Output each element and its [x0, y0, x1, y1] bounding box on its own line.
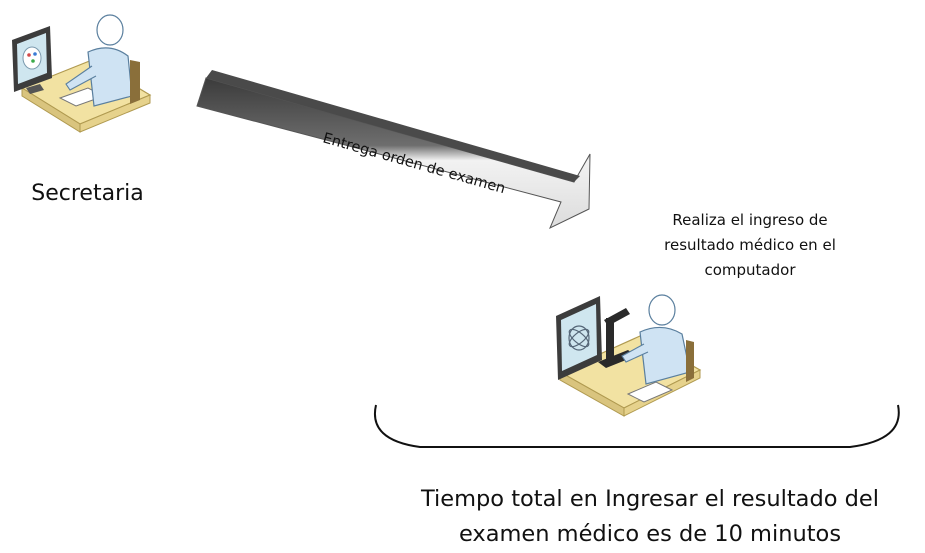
flow-arrow: Entrega orden de examen: [196, 70, 591, 230]
task-note-line-2: resultado médico en el: [664, 236, 836, 254]
lab-technician-with-microscope-icon: [556, 294, 702, 417]
total-time-caption: Tiempo total en Ingresar el resultado de…: [385, 482, 915, 552]
total-time-line-2: examen médico es de 10 minutos: [458, 521, 842, 547]
task-note-line-3: computador: [704, 261, 796, 279]
task-note: Realiza el ingreso de resultado médico e…: [630, 208, 870, 283]
task-note-line-1: Realiza el ingreso de: [672, 211, 828, 229]
total-time-brace: [373, 404, 900, 448]
secretary-at-computer-icon: [12, 14, 152, 133]
total-time-line-1: Tiempo total en Ingresar el resultado de…: [420, 486, 880, 512]
secretary-label: Secretaria: [31, 181, 144, 206]
